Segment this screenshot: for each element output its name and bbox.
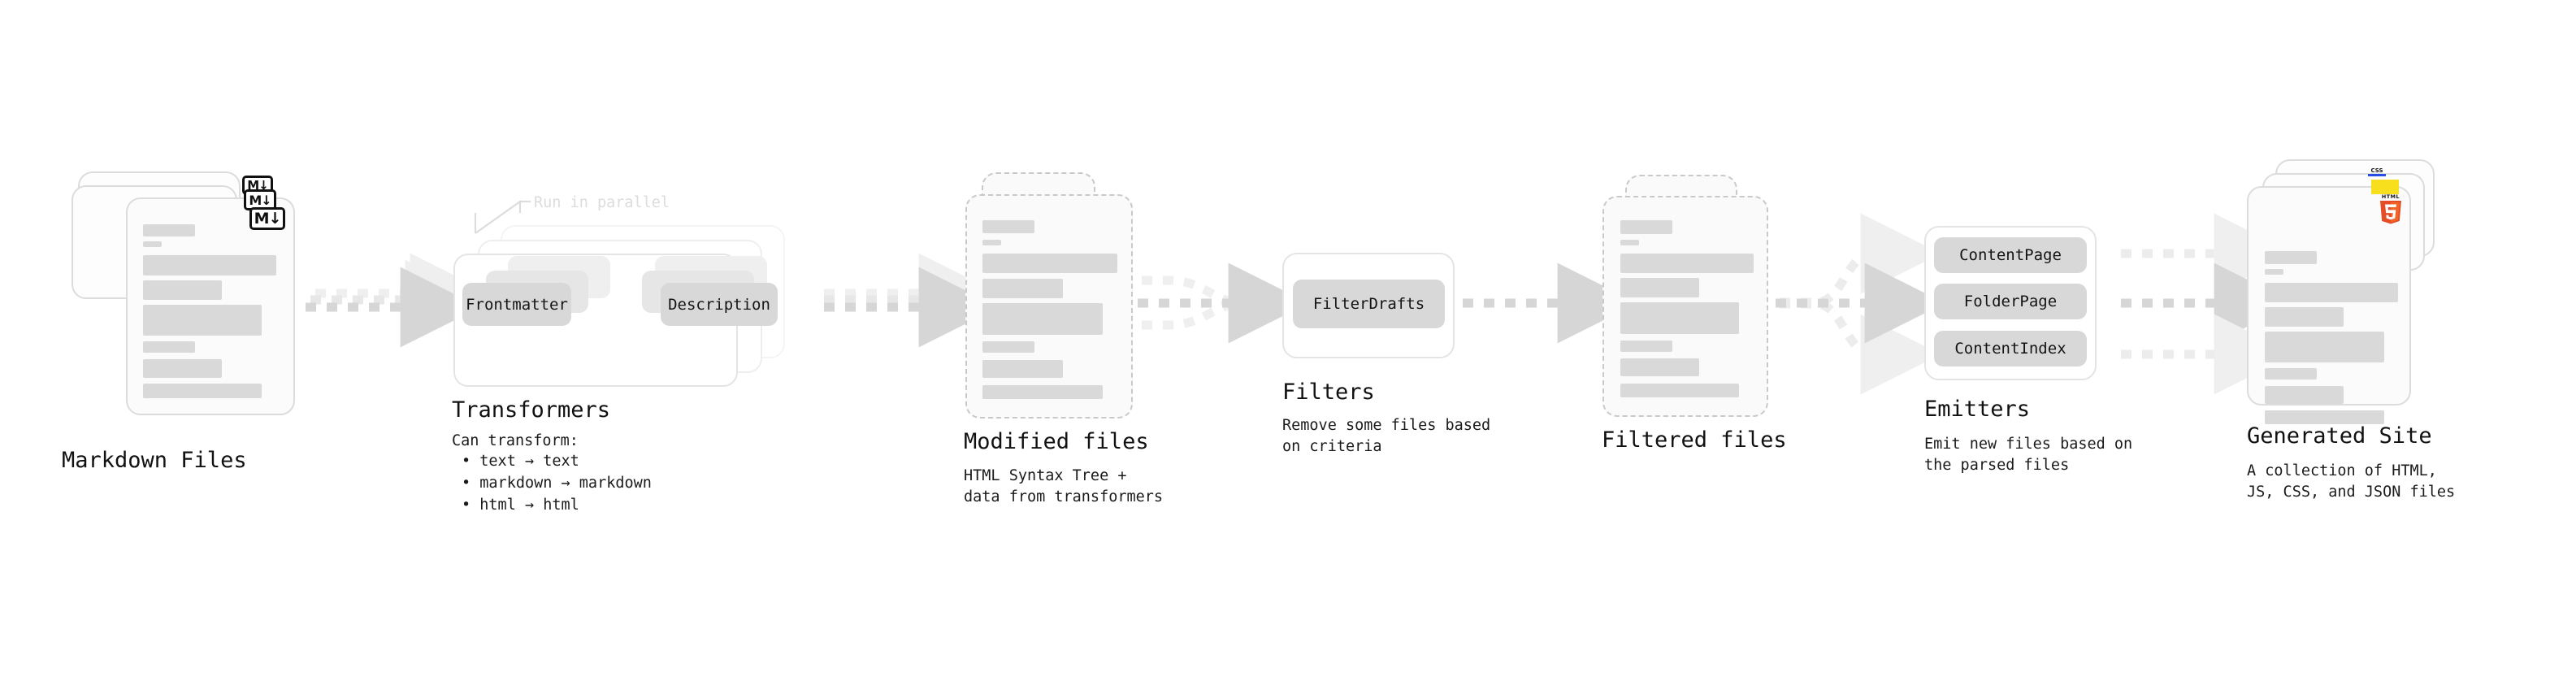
generated-site-subtitle-line1: A collection of HTML, bbox=[2247, 462, 2437, 479]
transformer-bullet-label: markdown → markdown bbox=[479, 475, 652, 492]
generated-site-subtitle-line2: JS, CSS, and JSON files bbox=[2247, 484, 2456, 501]
modified-files-subtitle-line1: HTML Syntax Tree + bbox=[964, 467, 1127, 484]
filters-title: Filters bbox=[1282, 380, 1375, 405]
css3-icon: CSS bbox=[2366, 165, 2387, 176]
emitter-chip-folderpage[interactable]: FolderPage bbox=[1934, 284, 2087, 319]
emitters-title: Emitters bbox=[1924, 397, 2031, 422]
emitters-subtitle-line1: Emit new files based on bbox=[1924, 436, 2133, 453]
emitters-subtitle-line2: the parsed files bbox=[1924, 457, 2070, 474]
svg-text:CSS: CSS bbox=[2370, 167, 2383, 174]
transformer-bullet-0: • text → text bbox=[462, 453, 579, 470]
transformer-bullet-1: • markdown → markdown bbox=[462, 475, 652, 492]
filters-subtitle-line1: Remove some files based bbox=[1282, 417, 1491, 434]
transformer-bullet-2: • html → html bbox=[462, 497, 579, 514]
arrow-transformers-to-modified bbox=[824, 253, 1000, 348]
run-in-parallel-note: Run in parallel bbox=[534, 194, 670, 211]
transformer-bullet-label: text → text bbox=[479, 453, 579, 470]
transformer-bullet-label: html → html bbox=[479, 497, 579, 514]
transformers-subtitle: Can transform: bbox=[452, 432, 579, 449]
emitter-chip-contentindex[interactable]: ContentIndex bbox=[1934, 331, 2087, 367]
filters-subtitle-line2: on criteria bbox=[1282, 438, 1382, 455]
arrow-modified-to-filters bbox=[1138, 262, 1309, 344]
transformer-chip-frontmatter[interactable]: Frontmatter bbox=[462, 283, 571, 326]
transformer-chip-description[interactable]: Description bbox=[661, 283, 778, 326]
generated-site-title: Generated Site bbox=[2247, 423, 2432, 449]
js-icon bbox=[2371, 180, 2399, 194]
arrow-filtered-to-emitters bbox=[1776, 213, 1945, 395]
modified-files-title: Modified files bbox=[964, 429, 1149, 454]
emitter-chip-contentpage[interactable]: ContentPage bbox=[1934, 237, 2087, 273]
modified-files-subtitle-line2: data from transformers bbox=[964, 488, 1164, 505]
markdown-icon: M↓ bbox=[249, 207, 285, 230]
html5-icon: HTML bbox=[2378, 193, 2404, 225]
svg-text:HTML: HTML bbox=[2382, 193, 2400, 200]
transformers-title: Transformers bbox=[452, 397, 611, 423]
arrow-emitters-to-site bbox=[2121, 213, 2295, 395]
filtered-files-title: Filtered files bbox=[1602, 427, 1787, 453]
markdown-files-title: Markdown Files bbox=[62, 448, 247, 473]
filter-chip-filterdrafts[interactable]: FilterDrafts bbox=[1293, 280, 1445, 328]
arrow-markdown-to-transformers bbox=[306, 253, 491, 348]
